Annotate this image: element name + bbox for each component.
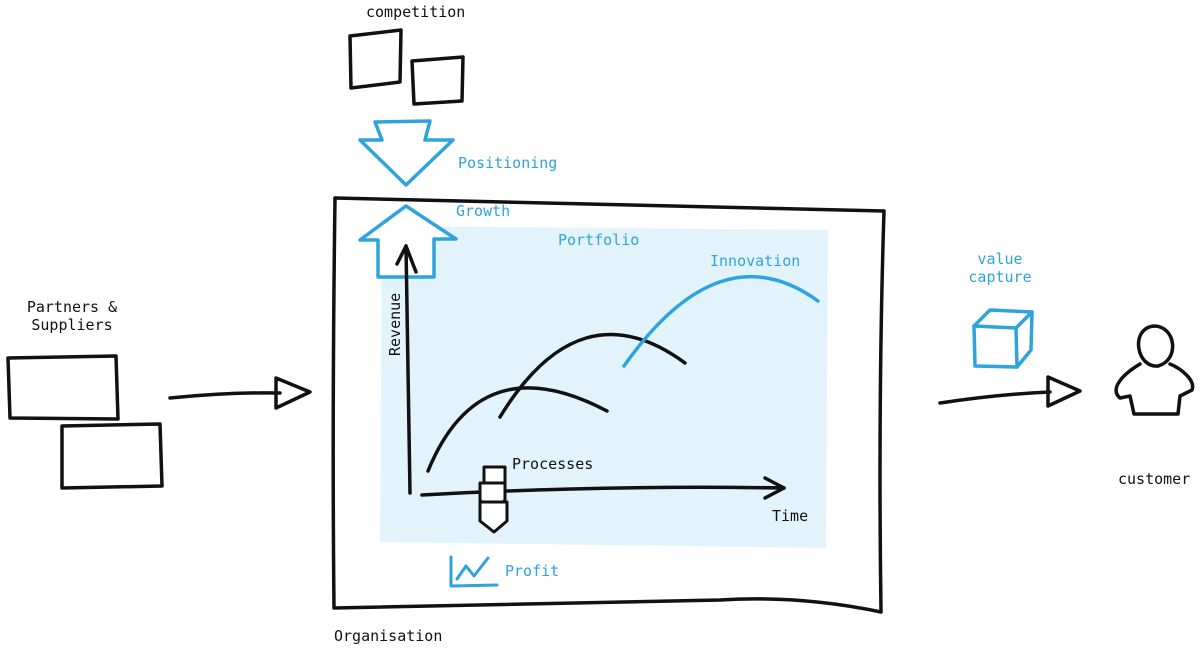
innovation-label: Innovation <box>710 252 801 270</box>
customer-person-icon <box>1116 326 1193 414</box>
revenue-axis <box>406 246 410 493</box>
value-cube-icon <box>974 310 1032 367</box>
partners-label-line-1: Partners & <box>26 298 118 316</box>
customer-arrowhead-icon <box>1048 377 1080 406</box>
customer-label: customer <box>1118 470 1191 488</box>
value-capture-label-line-1: value <box>977 250 1023 268</box>
portfolio-label: Portfolio <box>558 231 640 249</box>
innovation-curve <box>624 277 818 366</box>
lifecycle-curve-1 <box>428 388 607 471</box>
organisation-to-customer-arrow <box>940 392 1050 403</box>
time-axis-arrowhead <box>765 478 784 498</box>
partner-box-1 <box>8 356 118 419</box>
partners-arrowhead-icon <box>276 378 310 408</box>
lifecycle-curve-2 <box>500 334 685 417</box>
positioning-arrow-icon <box>360 121 453 185</box>
competition-label: competition <box>366 3 466 21</box>
value-capture-label-line-2: capture <box>968 268 1032 286</box>
portfolio-panel <box>380 226 828 548</box>
revenue-axis-arrowhead <box>397 246 416 272</box>
processes-chevrons-icon <box>480 467 507 532</box>
partners-label-line-2: Suppliers <box>31 316 113 334</box>
competitor-box-1 <box>350 30 401 88</box>
profit-label: Profit <box>505 562 560 580</box>
growth-label: Growth <box>456 202 511 220</box>
profit-chart-icon <box>451 557 497 586</box>
time-axis-label: Time <box>772 507 809 525</box>
time-axis <box>422 487 784 495</box>
positioning-label: Positioning <box>458 154 558 172</box>
partners-to-organisation-arrow <box>170 393 280 398</box>
organisation-label: Organisation <box>334 627 443 645</box>
processes-label: Processes <box>512 455 594 473</box>
organisation-frame <box>333 198 884 612</box>
partners-label: Partners & Suppliers <box>22 298 122 334</box>
partner-box-2 <box>62 424 162 488</box>
competitor-box-2 <box>412 57 463 104</box>
value-capture-label: value capture <box>960 250 1040 286</box>
revenue-axis-label: Revenue <box>386 292 404 356</box>
